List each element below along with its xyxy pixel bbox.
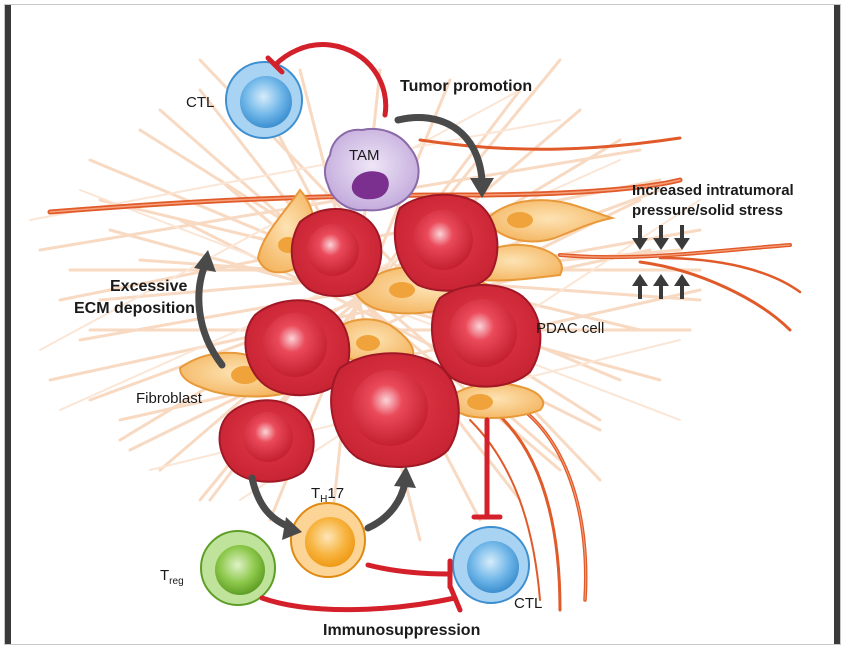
inhibition-arrows (259, 42, 503, 613)
right-edge-band (834, 5, 840, 644)
pressure-arrows-icon (632, 225, 690, 299)
pdac-cell-label: PDAC cell (536, 320, 605, 337)
th17-cell-icon (290, 502, 366, 578)
treg-label-sub: reg (169, 576, 184, 587)
th17-label: TH17 (311, 485, 344, 505)
pressure-label-line2: pressure/solid stress (632, 202, 783, 219)
ctl-top-label: CTL (186, 94, 215, 111)
ecm-label-line2: ECM deposition (74, 300, 195, 317)
ctl-cell-icon (225, 61, 303, 139)
pdac-cells (218, 193, 542, 483)
treg-cell-icon (200, 530, 276, 606)
treg-label-main: T (160, 567, 170, 584)
ecm-label-line1: Excessive (110, 278, 188, 295)
th17-label-suffix: 17 (327, 485, 345, 502)
tam-cell-icon (323, 128, 420, 212)
ctl-bottom-label: CTL (514, 595, 543, 612)
th17-label-sub: H (320, 494, 328, 505)
fibroblast-label: Fibroblast (136, 390, 202, 407)
collagen-fibers (47, 136, 802, 612)
ctl-bottom-cell-icon (452, 526, 530, 604)
th17-label-main: T (311, 485, 321, 502)
immunosuppression-label: Immunosuppression (323, 622, 481, 639)
tam-label: TAM (349, 147, 380, 164)
gray-arrows (194, 114, 494, 540)
pressure-label-line1: Increased intratumoral (632, 182, 794, 199)
diagram-frame (4, 4, 841, 645)
left-edge-band (5, 5, 11, 644)
tumor-promotion-label: Tumor promotion (400, 78, 533, 95)
treg-label: Treg (160, 567, 184, 587)
